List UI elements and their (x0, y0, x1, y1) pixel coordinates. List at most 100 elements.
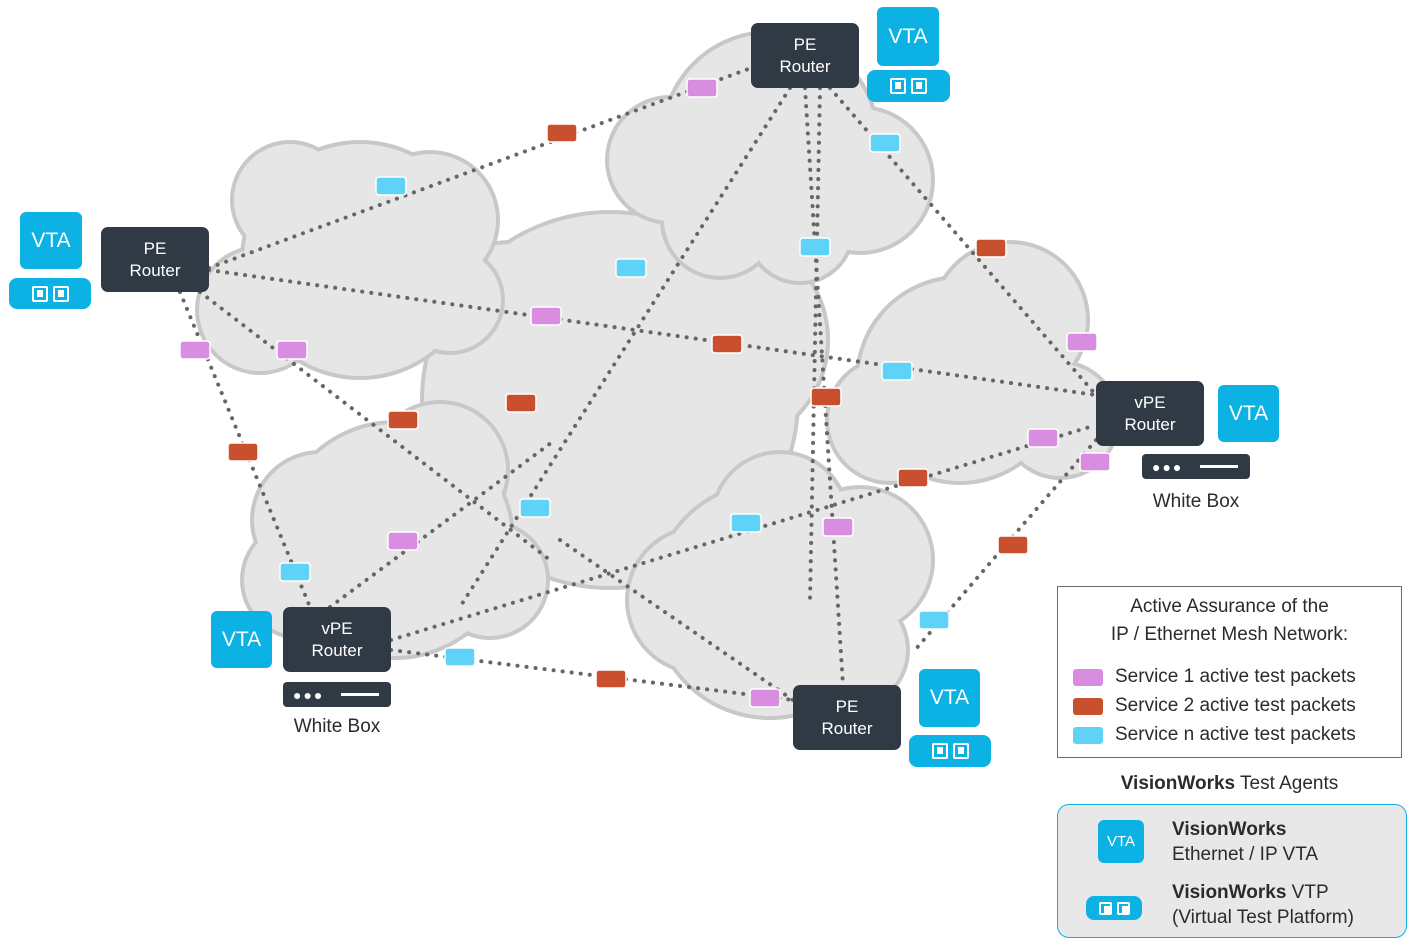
vtp-icon[interactable] (867, 70, 950, 102)
service-1-packet (1079, 452, 1111, 472)
packets (179, 78, 1111, 708)
vpe-router-bottom-left[interactable]: vPE Router (283, 607, 391, 672)
router-label-line1: vPE (1134, 392, 1166, 412)
agent-vta-name: VisionWorks (1172, 819, 1287, 840)
link-line (458, 86, 792, 609)
port-icon (52, 285, 69, 302)
agent-vta-desc: Ethernet / IP VTA (1172, 844, 1319, 865)
legend-title: Active Assurance of the IP / Ethernet Me… (1058, 593, 1401, 649)
legend-label: Service 1 active test packets (1115, 666, 1356, 687)
legend-item-service-1: Service 1 active test packets (1073, 666, 1356, 688)
agent-vtp-name: VisionWorks (1172, 882, 1287, 903)
port-icon (952, 743, 969, 759)
link-line (198, 290, 552, 562)
link-line (828, 86, 1098, 397)
port-icon (31, 285, 48, 302)
service-1-packet (276, 340, 308, 360)
service-2-packet (810, 387, 842, 407)
router-label-line1: vPE (321, 618, 353, 638)
white-box-label: White Box (293, 716, 381, 737)
router-label-line2: Router (129, 260, 181, 280)
pe-router-left[interactable]: PE Router (101, 227, 209, 292)
router-label-line1: PE (143, 238, 167, 258)
port-icon (911, 78, 927, 94)
service-1-packet (1027, 428, 1059, 448)
legend-swatch (1073, 726, 1103, 744)
service-n-packet (444, 647, 476, 667)
port-icon (1098, 901, 1112, 915)
pe-router-bottom[interactable]: PE Router (793, 685, 901, 750)
agents-title-brand: VisionWorks (1120, 773, 1236, 794)
legend-item-service-n: Service n active test packets (1073, 724, 1356, 746)
router-label-line2: Router (779, 56, 831, 76)
vta-icon[interactable]: VTA (877, 7, 939, 66)
router-label-line2: Router (311, 640, 363, 660)
agent-vta-text: VisionWorks Ethernet / IP VTA (1172, 817, 1318, 867)
service-n-packet (918, 610, 950, 630)
vta-icon[interactable]: VTA (211, 611, 272, 668)
service-1-packet (530, 306, 562, 326)
link-line (389, 648, 795, 702)
legend-label: Service n active test packets (1115, 724, 1356, 745)
service-2-packet (387, 410, 419, 430)
bar-icon (341, 693, 379, 696)
white-box-label: White Box (1152, 491, 1240, 512)
service-1-packet (749, 688, 781, 708)
vtp-icon[interactable] (9, 278, 91, 309)
vta-icon[interactable]: VTA (20, 212, 82, 269)
link-line (558, 538, 795, 702)
legend: Active Assurance of the IP / Ethernet Me… (1057, 586, 1402, 758)
agent-vtp-desc: (Virtual Test Platform) (1172, 907, 1354, 928)
router-label-line1: PE (793, 34, 817, 54)
legend-swatch (1073, 697, 1103, 715)
pe-router-top[interactable]: PE Router (751, 23, 859, 88)
port-icon (1116, 901, 1130, 915)
vtp-icon (1086, 896, 1142, 920)
link-line (178, 290, 312, 609)
service-2-packet (505, 393, 537, 413)
vta-icon[interactable]: VTA (919, 669, 980, 727)
vtp-icon[interactable] (909, 735, 991, 767)
link-line (207, 268, 1098, 397)
service-2-packet (711, 334, 743, 354)
agent-vtp-type: VTP (1286, 882, 1329, 903)
service-2-packet (227, 442, 259, 462)
service-1-packet (1066, 332, 1098, 352)
service-n-packet (869, 133, 901, 153)
service-1-packet (387, 531, 419, 551)
vta-icon: VTA (1098, 820, 1144, 863)
service-2-packet (595, 669, 627, 689)
cloud-right (825, 240, 1120, 485)
legend-title-line1: Active Assurance of the (1130, 596, 1329, 617)
service-2-packet (997, 535, 1029, 555)
service-n-packet (615, 258, 647, 278)
service-n-packet (730, 513, 762, 533)
legend-label: Service 2 active test packets (1115, 695, 1356, 716)
service-n-packet (519, 498, 551, 518)
agent-vtp-text: VisionWorks VTP (Virtual Test Platform) (1172, 880, 1354, 930)
agents-panel: VTA VisionWorks Ethernet / IP VTA Vision… (1057, 804, 1407, 938)
service-2-packet (897, 468, 929, 488)
dots-icon: ●●● (293, 687, 325, 703)
service-n-packet (375, 176, 407, 196)
legend-title-line2: IP / Ethernet Mesh Network: (1110, 624, 1349, 645)
service-1-packet (179, 340, 211, 360)
white-box-device[interactable]: ●●● (283, 682, 391, 707)
legend-item-service-2: Service 2 active test packets (1073, 695, 1356, 717)
service-1-packet (822, 517, 854, 537)
link-line (803, 86, 845, 687)
links (178, 66, 1098, 702)
port-icon (931, 743, 948, 759)
service-1-packet (686, 78, 718, 98)
service-n-packet (881, 361, 913, 381)
legend-swatch (1073, 668, 1103, 686)
service-n-packet (279, 562, 311, 582)
white-box-device[interactable]: ●●● (1142, 454, 1250, 479)
service-2-packet (546, 123, 578, 143)
router-label-line2: Router (1124, 414, 1176, 434)
vpe-router-right[interactable]: vPE Router (1096, 381, 1204, 446)
link-line (808, 86, 822, 602)
router-label-line2: Router (821, 718, 873, 738)
vta-icon[interactable]: VTA (1218, 385, 1279, 442)
